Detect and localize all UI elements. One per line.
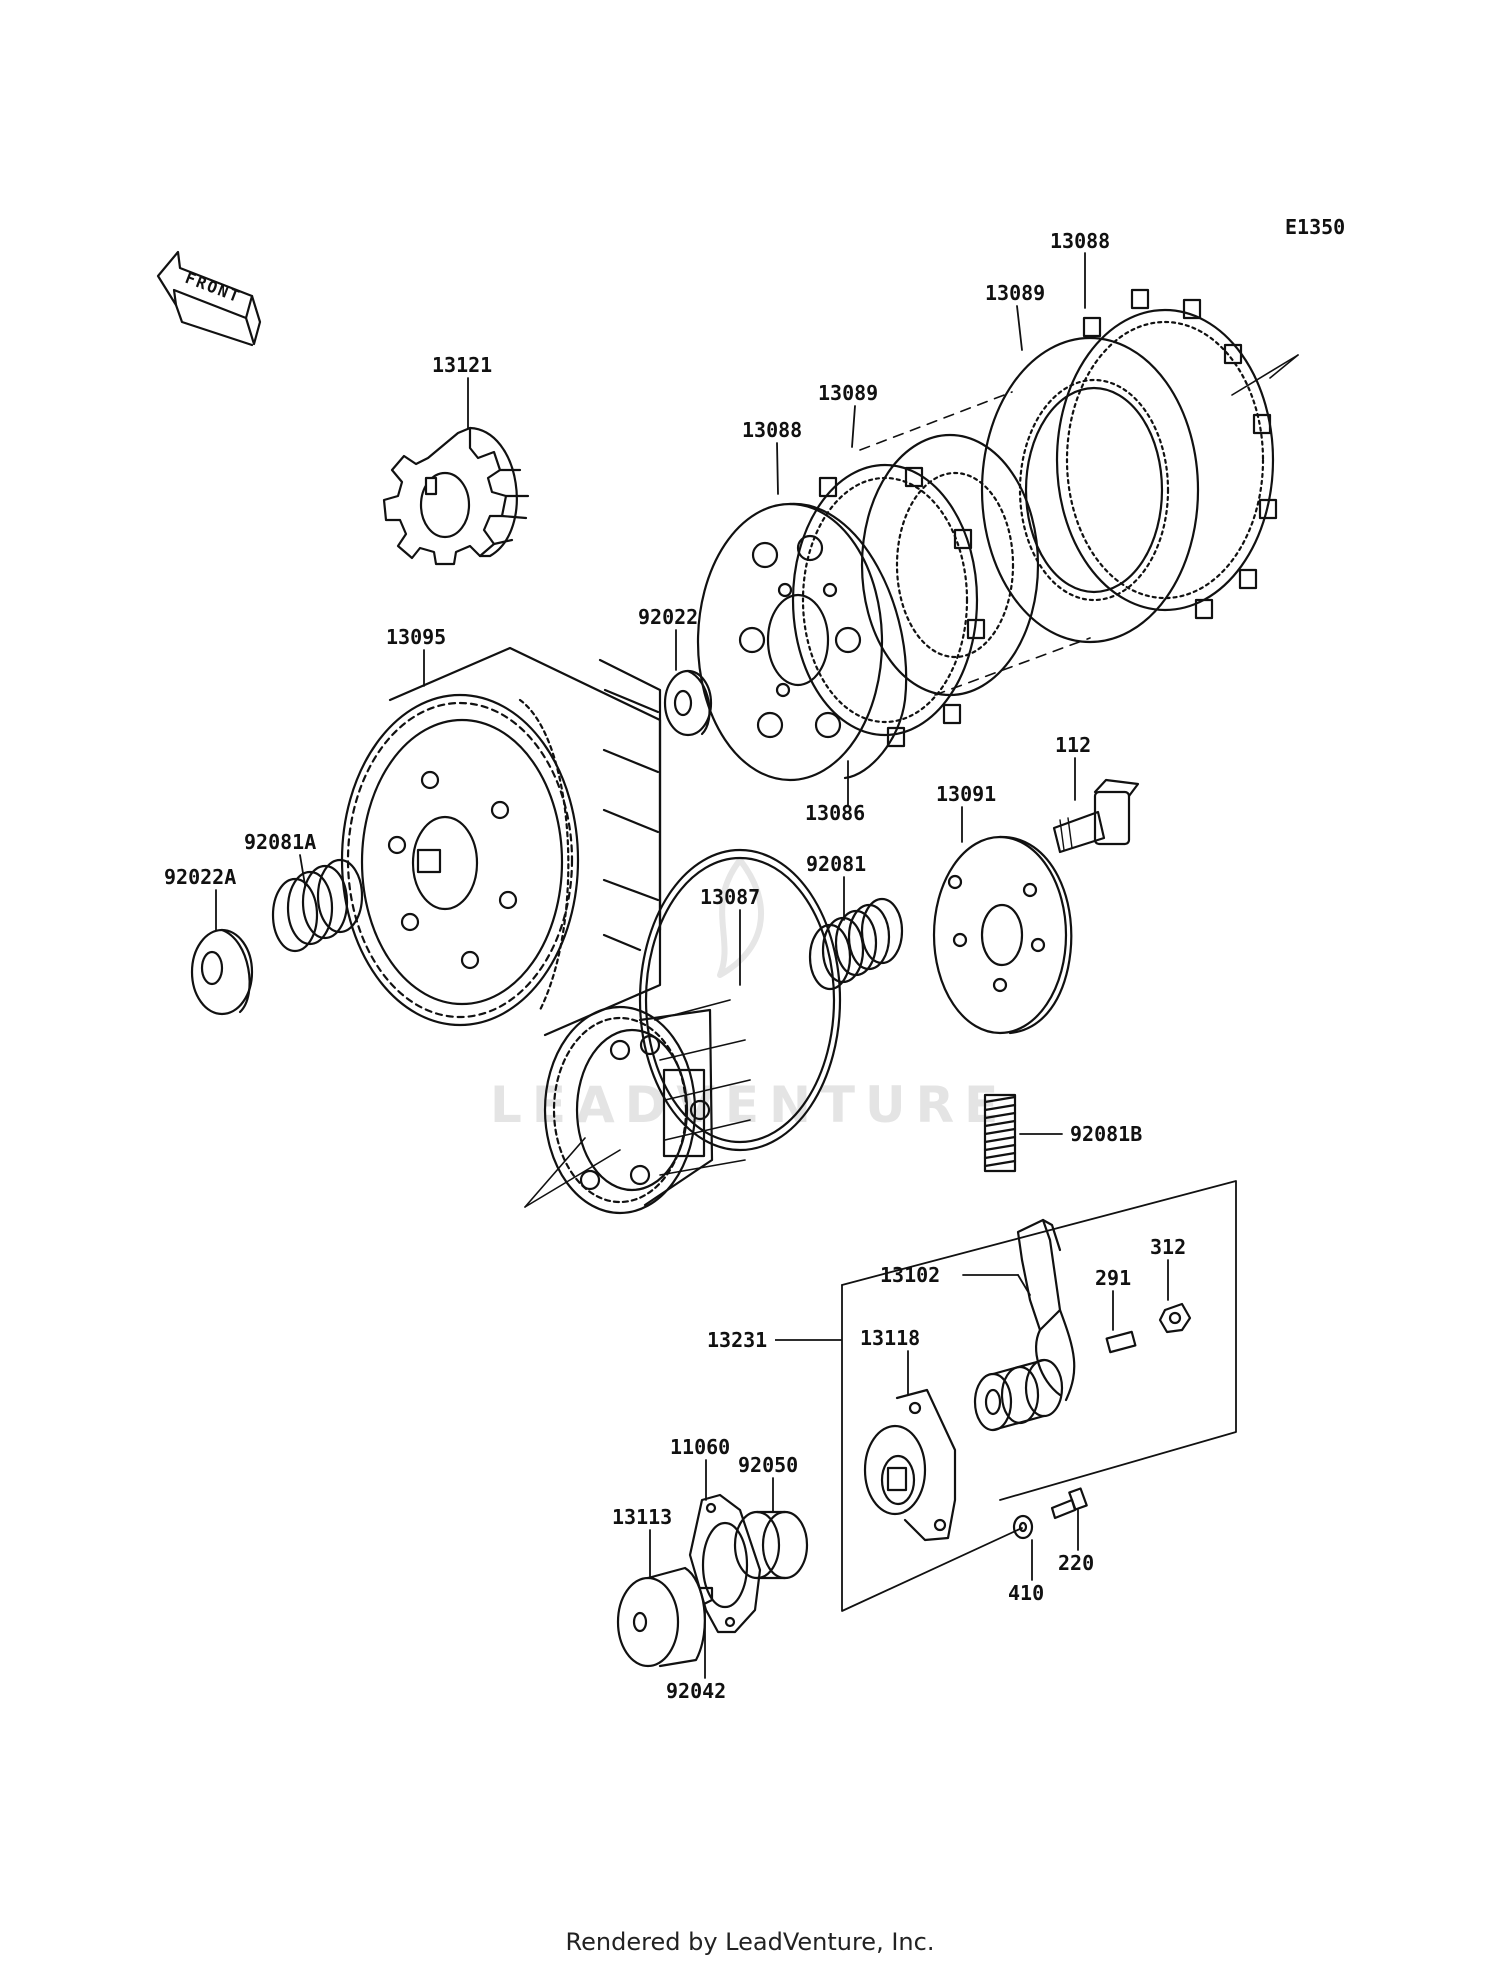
gasket-11060-icon (688, 1493, 762, 1634)
diagram-code: E1350 (1285, 215, 1345, 239)
friction-plate-13088-top-icon (1055, 288, 1278, 620)
callout-13118: 13118 (860, 1326, 920, 1350)
seal-92050-icon (733, 1510, 809, 1580)
callout-13231: 13231 (707, 1328, 767, 1352)
gear-13121-icon (382, 426, 530, 566)
watermark-text: LEADVENTURE (490, 1076, 1008, 1134)
callout-92022: 92022 (638, 605, 698, 629)
callout-labels: E1350 13088 13089 13121 13089 13088 1309… (164, 215, 1345, 1703)
assembly-guide-lines (859, 391, 1091, 696)
callout-13121: 13121 (432, 353, 492, 377)
steel-plate-13089-icon (860, 433, 1040, 697)
friction-plate-13088-icon (791, 463, 986, 748)
callout-13113: 13113 (612, 1505, 672, 1529)
steel-plate-13089-top-icon (980, 336, 1200, 644)
callout-leader-lines (215, 252, 1169, 1679)
clutch-housing-13095-icon (340, 646, 662, 1037)
callout-13087: 13087 (700, 885, 760, 909)
callout-291: 291 (1095, 1266, 1131, 1290)
pressure-plate-13086-icon (696, 502, 908, 782)
callout-92022A: 92022A (164, 865, 236, 889)
callout-11060: 11060 (670, 1435, 730, 1459)
screw-291-icon (1105, 1330, 1137, 1354)
callout-92081A: 92081A (244, 830, 316, 854)
callout-312: 312 (1150, 1235, 1186, 1259)
washer-92022-icon (663, 669, 713, 737)
callout-92081: 92081 (806, 852, 866, 876)
callout-13091: 13091 (936, 782, 996, 806)
bolt-112-icon (1052, 778, 1140, 854)
spring-92081A-icon (271, 858, 364, 953)
nut-312-icon (1158, 1302, 1192, 1334)
callout-220: 220 (1058, 1551, 1094, 1575)
cover-13113-icon (616, 1566, 714, 1668)
callout-112: 112 (1055, 733, 1091, 757)
front-arrow-icon: FRONT (156, 250, 262, 347)
watermark-flame-icon (717, 857, 764, 978)
kit-13231-bracket (841, 1180, 1237, 1612)
callout-13086: 13086 (805, 801, 865, 825)
callout-13102: 13102 (880, 1263, 940, 1287)
spring-92081-icon (808, 897, 904, 991)
callout-13088-top: 13088 (1050, 229, 1110, 253)
footer-credit: Rendered by LeadVenture, Inc. (565, 1928, 935, 1956)
callout-92081B: 92081B (1070, 1122, 1142, 1146)
callout-13089-mid: 13089 (818, 381, 878, 405)
release-lever-13102-icon (973, 1218, 1076, 1432)
spring-92081B-icon (983, 1093, 1017, 1173)
callout-92050: 92050 (738, 1453, 798, 1477)
washer-410-icon (1012, 1514, 1034, 1540)
callout-13095: 13095 (386, 625, 446, 649)
plate-13091-icon (932, 835, 1073, 1035)
screw-220-icon (1050, 1487, 1088, 1520)
clutch-hub-13087-icon (543, 848, 842, 1215)
callout-13089-top: 13089 (985, 281, 1045, 305)
holder-13118-icon (863, 1388, 957, 1542)
callout-410: 410 (1008, 1581, 1044, 1605)
callout-92042: 92042 (666, 1679, 726, 1703)
washer-92022A-icon (190, 928, 254, 1016)
callout-13088-mid: 13088 (742, 418, 802, 442)
